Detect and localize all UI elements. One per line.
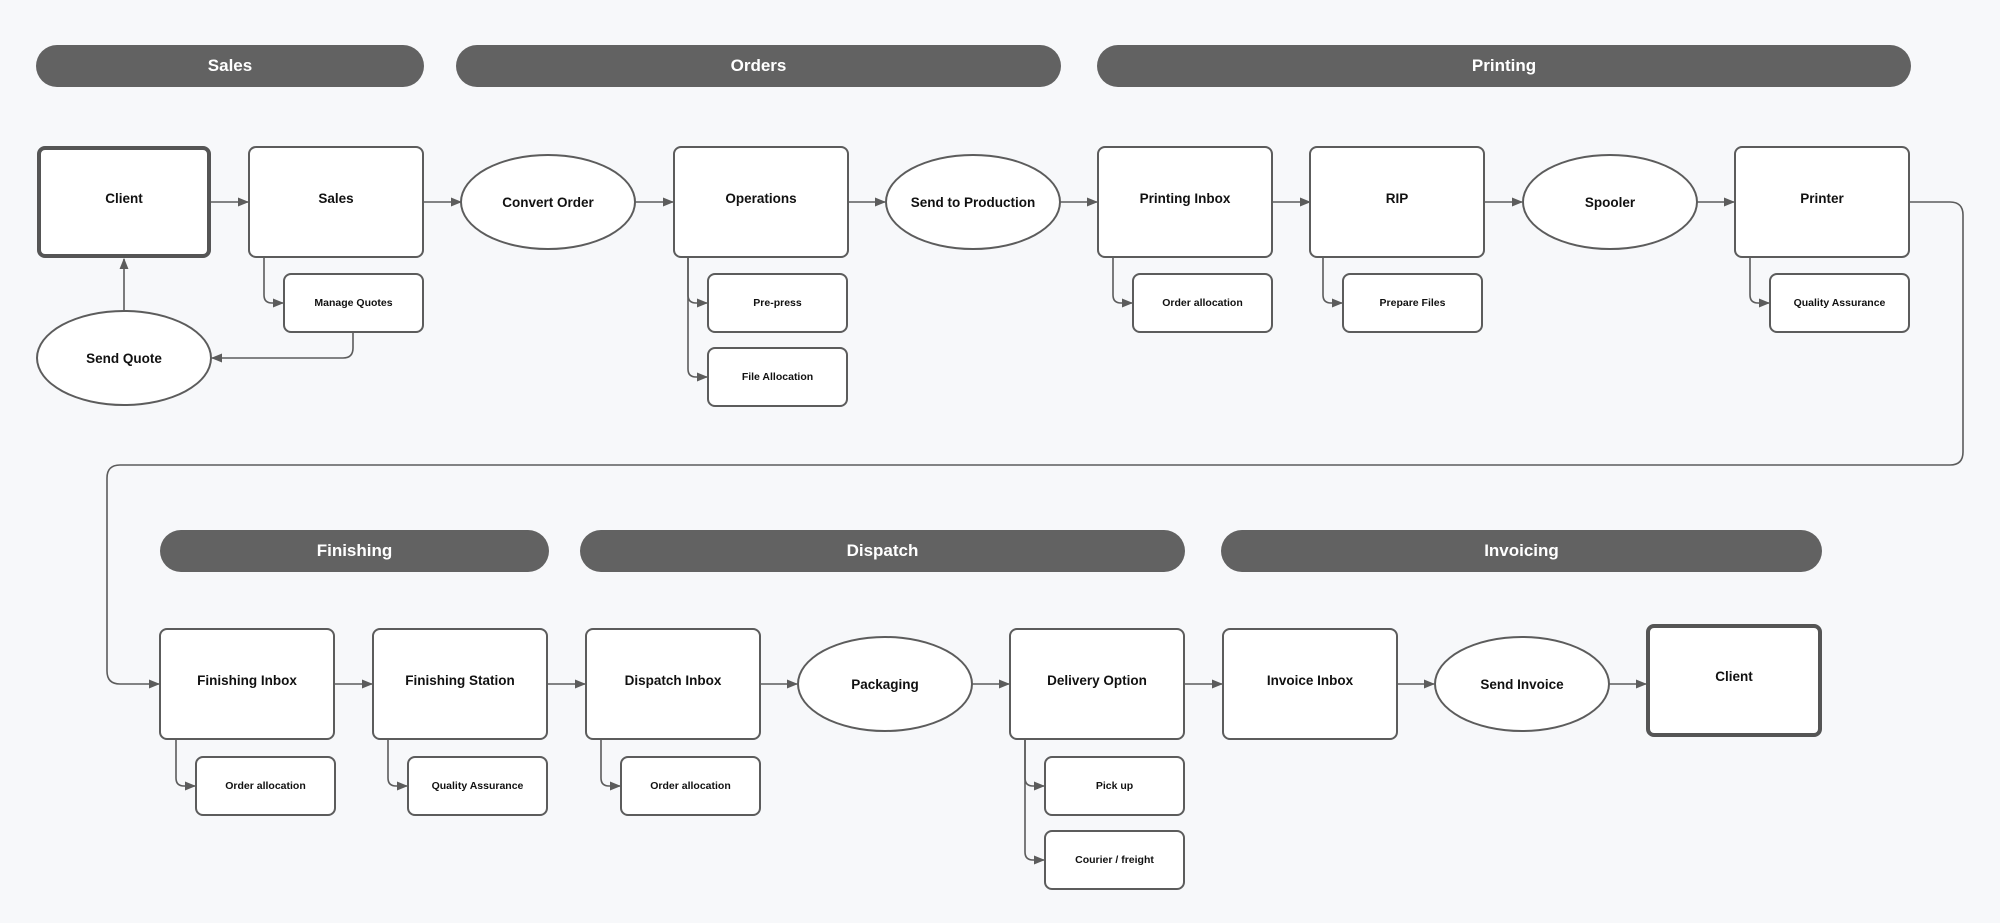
node-send-invoice[interactable]: Send Invoice [1434,636,1610,732]
header-dispatch: Dispatch [580,530,1185,572]
node-prepare-files[interactable]: Prepare Files [1342,273,1483,333]
node-printer-quality-assurance[interactable]: Quality Assurance [1769,273,1910,333]
node-client-end-label: Client [1715,669,1753,684]
arrow-delivery-option-to-courier-freight [1024,739,1046,865]
node-operations[interactable]: Operations [673,146,849,258]
arrow-finishing-station-to-quality-assurance [387,739,409,791]
node-dispatch-order-allocation-label: Order allocation [650,780,731,792]
node-finishing-station[interactable]: Finishing Station [372,628,548,740]
header-invoicing: Invoicing [1221,530,1822,572]
node-manage-quotes[interactable]: Manage Quotes [283,273,424,333]
node-pick-up[interactable]: Pick up [1044,756,1185,816]
node-printer-label: Printer [1800,190,1844,206]
arrow-operations-to-file-allocation [687,257,709,382]
node-manage-quotes-label: Manage Quotes [314,297,393,309]
node-printing-order-allocation-label: Order allocation [1162,297,1243,309]
arrow-operations-to-pre-press [687,257,709,308]
node-send-to-production-label: Send to Production [910,194,1036,210]
node-send-to-production[interactable]: Send to Production [885,154,1061,250]
node-client-start-label: Client [105,190,143,206]
node-dispatch-order-allocation[interactable]: Order allocation [620,756,761,816]
node-prepare-files-label: Prepare Files [1379,297,1446,309]
node-send-invoice-label: Send Invoice [1480,676,1564,692]
node-delivery-option-label: Delivery Option [1047,672,1147,688]
arrow-sales-to-manage-quotes [263,257,285,308]
header-finishing: Finishing [160,530,549,572]
node-sales-label: Sales [318,190,354,206]
node-courier-freight-label: Courier / freight [1075,854,1154,866]
node-packaging-label: Packaging [851,676,919,692]
node-send-quote[interactable]: Send Quote [36,310,212,406]
node-rip-label: RIP [1385,190,1409,206]
node-spooler-label: Spooler [1584,194,1636,210]
header-printing: Printing [1097,45,1911,87]
node-send-quote-label: Send Quote [86,350,162,366]
node-printing-inbox[interactable]: Printing Inbox [1097,146,1273,258]
node-finishing-order-allocation[interactable]: Order allocation [195,756,336,816]
node-sales[interactable]: Sales [248,146,424,258]
arrow-printer-to-quality-assurance [1749,257,1771,308]
arrow-finishing-inbox-to-order-allocation [175,739,197,791]
node-file-allocation-label: File Allocation [741,371,814,383]
node-finishing-station-label: Finishing Station [405,672,515,688]
node-client-start[interactable]: Client [37,146,211,258]
node-finishing-inbox-label: Finishing Inbox [197,672,297,688]
arrow-manage-quotes-to-send-quote [210,333,354,363]
node-printing-order-allocation[interactable]: Order allocation [1132,273,1273,333]
node-convert-order-label: Convert Order [502,194,594,210]
node-delivery-option[interactable]: Delivery Option [1009,628,1185,740]
node-finishing-inbox[interactable]: Finishing Inbox [159,628,335,740]
node-dispatch-inbox[interactable]: Dispatch Inbox [585,628,761,740]
node-dispatch-inbox-label: Dispatch Inbox [624,672,722,688]
node-finishing-order-allocation-label: Order allocation [225,780,306,792]
node-pre-press[interactable]: Pre-press [707,273,848,333]
header-orders: Orders [456,45,1061,87]
node-invoice-inbox[interactable]: Invoice Inbox [1222,628,1398,740]
node-printer[interactable]: Printer [1734,146,1910,258]
header-sales: Sales [36,45,424,87]
arrow-delivery-option-to-pick-up [1024,739,1046,791]
node-invoice-inbox-label: Invoice Inbox [1266,672,1354,688]
node-convert-order[interactable]: Convert Order [460,154,636,250]
node-packaging[interactable]: Packaging [797,636,973,732]
arrow-printing-inbox-to-order-allocation [1112,257,1134,308]
node-courier-freight[interactable]: Courier / freight [1044,830,1185,890]
node-printing-inbox-label: Printing Inbox [1139,190,1231,206]
node-rip[interactable]: RIP [1309,146,1485,258]
node-file-allocation[interactable]: File Allocation [707,347,848,407]
node-pre-press-label: Pre-press [753,297,802,309]
node-finishing-quality-assurance-label: Quality Assurance [431,780,524,792]
node-spooler[interactable]: Spooler [1522,154,1698,250]
arrow-printer-to-finishing-inbox [106,201,1964,689]
arrow-dispatch-inbox-to-order-allocation [600,739,622,791]
node-pick-up-label: Pick up [1095,780,1134,792]
node-finishing-quality-assurance[interactable]: Quality Assurance [407,756,548,816]
arrow-rip-to-prepare-files [1322,257,1344,308]
node-printer-quality-assurance-label: Quality Assurance [1793,297,1886,309]
node-operations-label: Operations [725,190,797,206]
node-client-end[interactable]: Client [1646,624,1822,737]
